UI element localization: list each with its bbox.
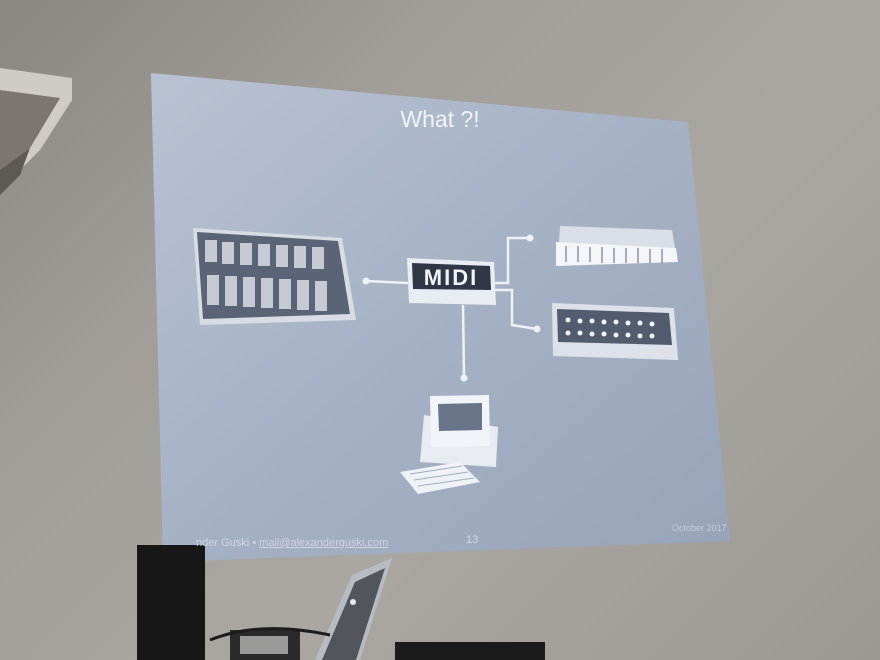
- modular-synthesizer-image: [193, 228, 356, 325]
- slide-title: What ?!: [400, 106, 480, 132]
- midi-cables: [365, 236, 538, 377]
- keyboard-synthesizer-image: [556, 226, 678, 266]
- midi-interface-image: MIDI: [407, 258, 496, 305]
- slide-date: October 2017: [672, 523, 727, 533]
- lectern: [137, 545, 205, 660]
- slide-page-number: 13: [466, 534, 479, 546]
- projected-slide: [151, 73, 730, 562]
- wall-fixture: [0, 68, 72, 195]
- foreground-objects: [137, 545, 545, 660]
- author-name: nder Guski •: [196, 537, 260, 549]
- slide-footer-author: nder Guski • mail@alexanderguski.com: [196, 537, 388, 549]
- analog-synthesizer-panel-image: [552, 303, 678, 360]
- author-email-link[interactable]: mail@alexanderguski.com: [259, 537, 389, 549]
- midi-logo: MIDI: [424, 265, 478, 290]
- desktop-computer-image: [400, 395, 498, 494]
